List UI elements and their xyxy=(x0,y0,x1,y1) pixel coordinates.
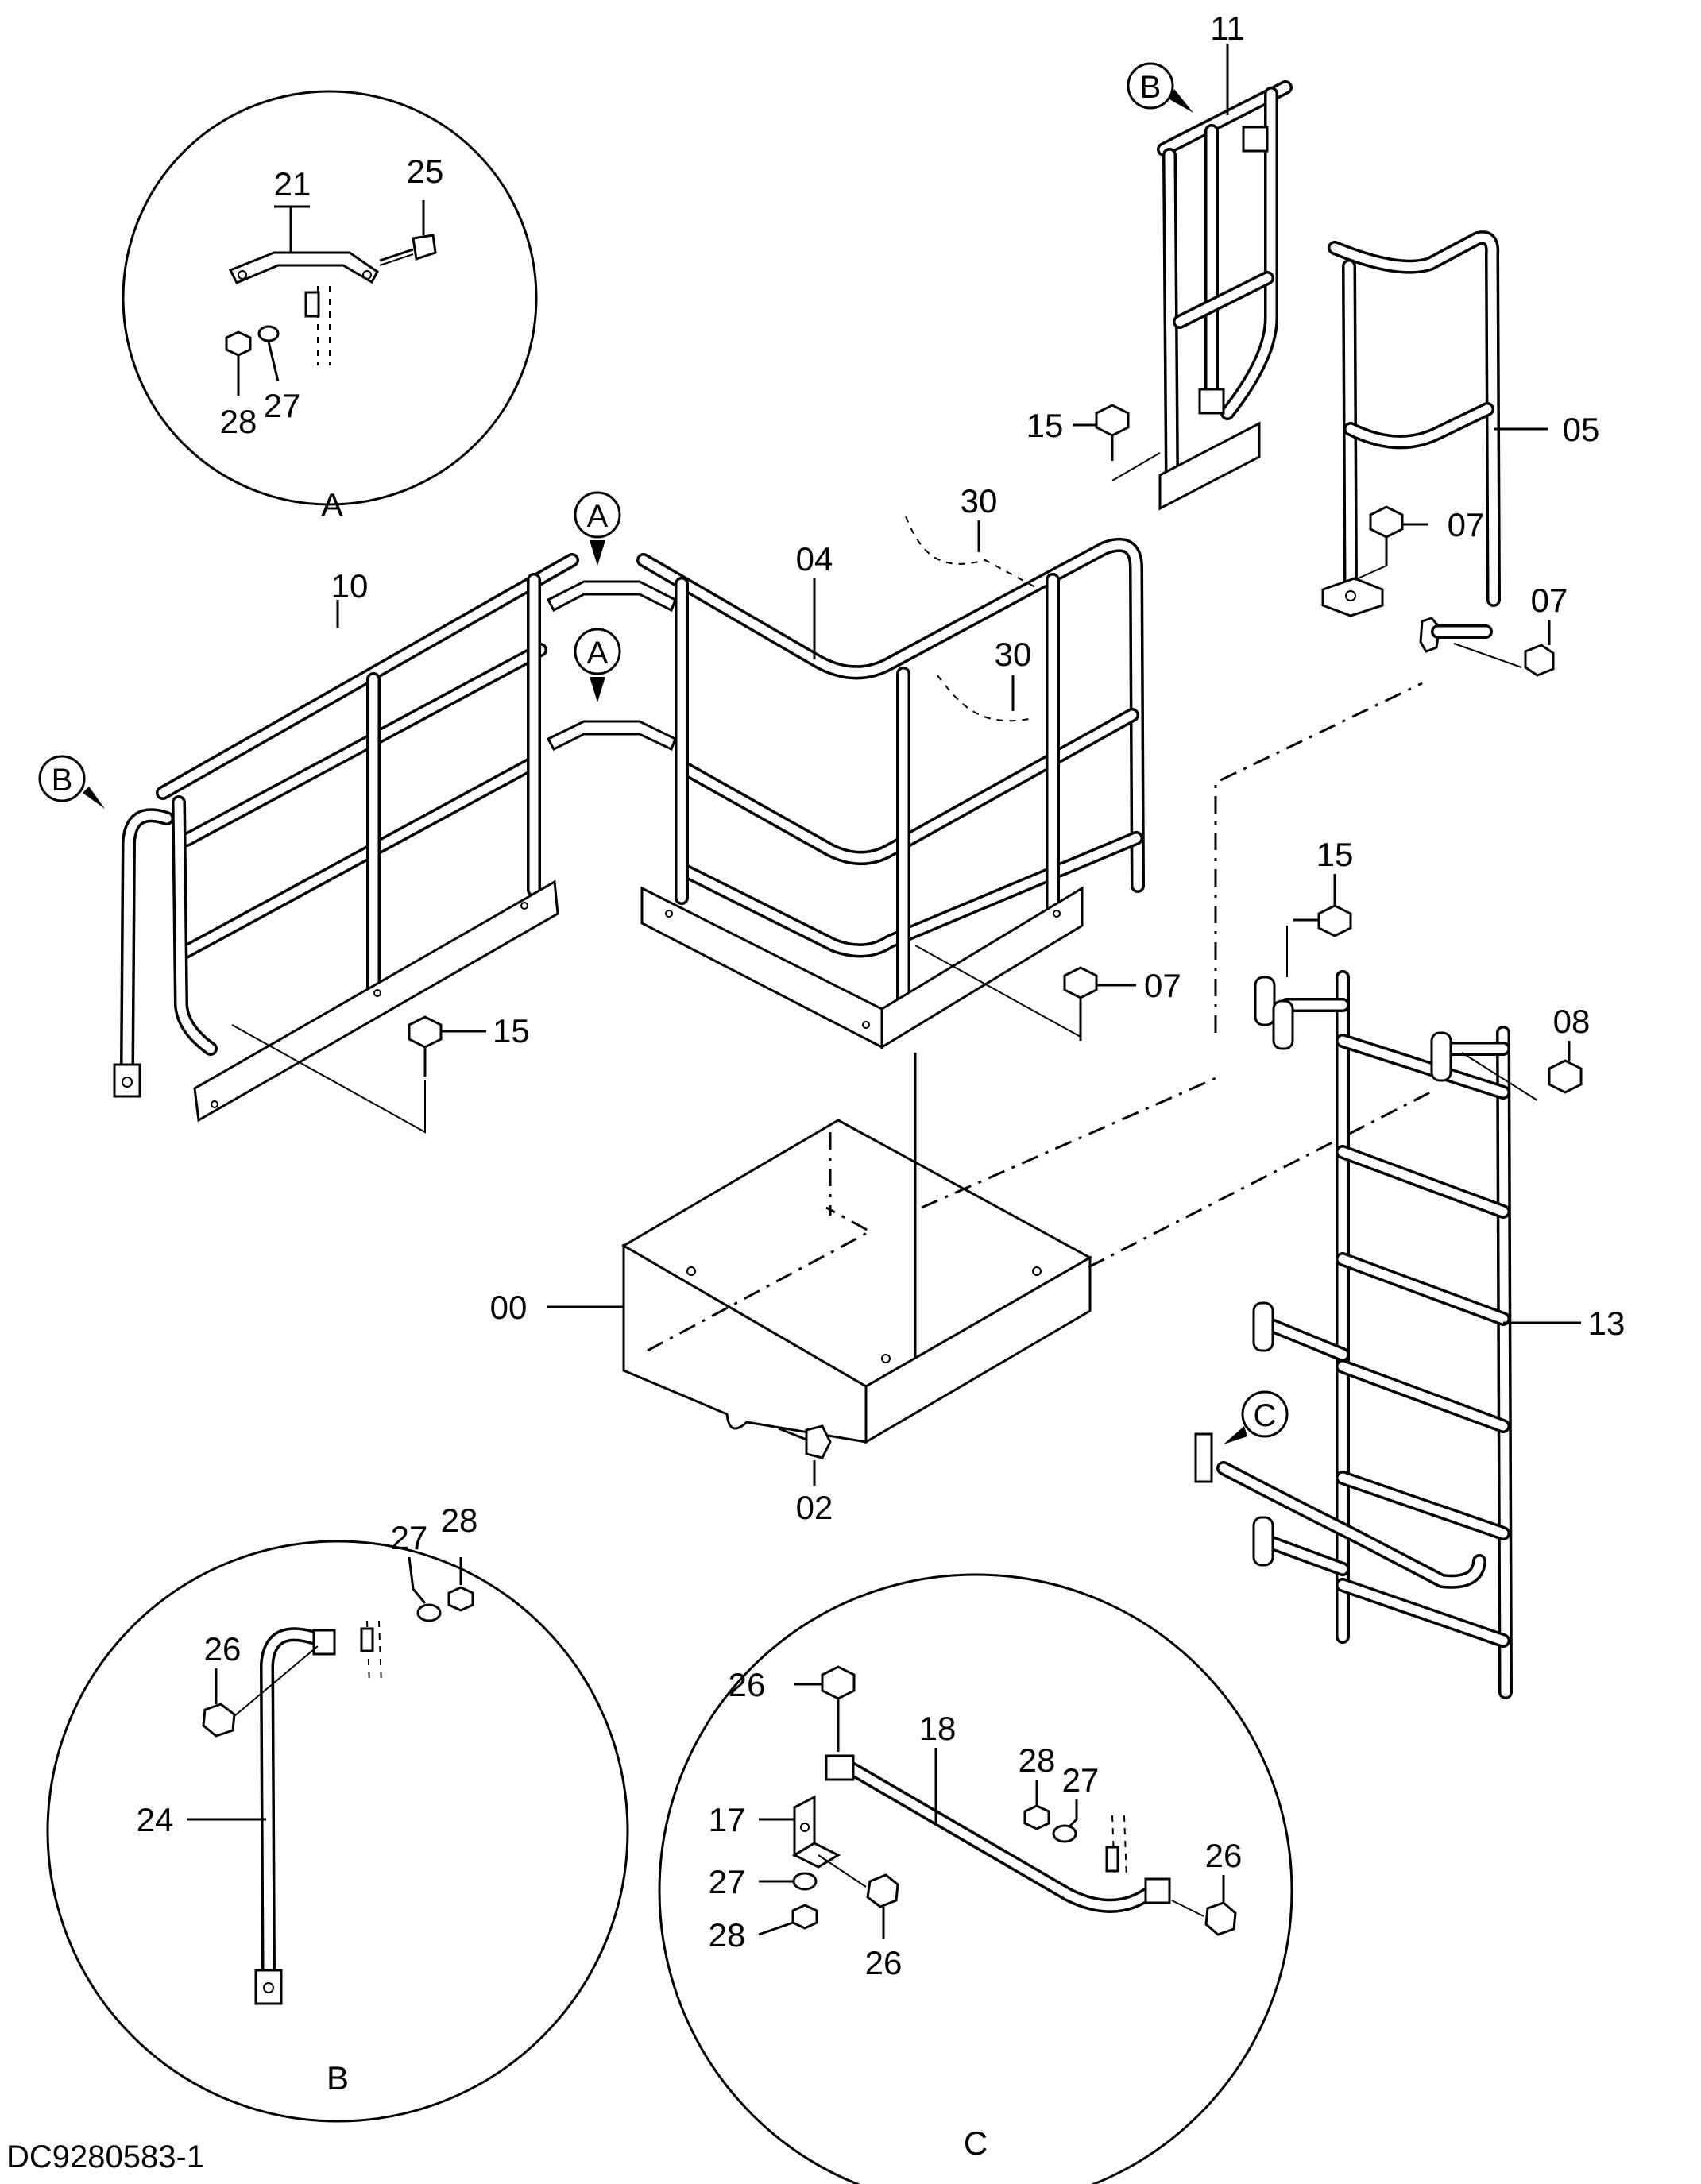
bolt-07-right-top: 07 xyxy=(1354,505,1485,581)
ref-c-text: C xyxy=(1254,1398,1277,1433)
label-07-middle: 07 xyxy=(1144,967,1181,1004)
label-25: 25 xyxy=(407,153,444,190)
label-04: 04 xyxy=(796,540,833,578)
label-17: 17 xyxy=(709,1801,746,1838)
detail-c: 26 18 28 27 26 17 27 28 26 C xyxy=(658,1573,1293,2184)
detail-a-title: A xyxy=(321,486,343,524)
detail-b: 26 27 28 24 B xyxy=(46,1502,629,2123)
ref-marker-b-left: B xyxy=(38,755,105,809)
grab-handle-left xyxy=(113,808,174,1098)
label-21: 21 xyxy=(274,165,311,203)
label-10: 10 xyxy=(331,567,369,605)
label-08: 08 xyxy=(1553,1003,1591,1040)
label-28: 28 xyxy=(441,1502,478,1539)
label-02: 02 xyxy=(796,1489,833,1526)
gate-11 xyxy=(1157,80,1293,511)
label-26: 26 xyxy=(204,1630,242,1668)
platform-00 xyxy=(621,1119,1093,1444)
label-07-right: 07 xyxy=(1531,582,1568,619)
detail-c-title: C xyxy=(964,2124,988,2162)
label-18: 18 xyxy=(919,1710,957,1747)
bolt-07-right: 07 xyxy=(1419,582,1568,677)
label-26-mid: 26 xyxy=(865,1944,903,1981)
ladder-13 xyxy=(1194,970,1513,1699)
label-05: 05 xyxy=(1563,411,1600,448)
label-15-left: 15 xyxy=(493,1012,530,1049)
label-26-top: 26 xyxy=(729,1666,766,1703)
label-30-upper: 30 xyxy=(961,482,998,520)
document-number: DC9280583-1 xyxy=(6,2140,204,2174)
label-27-top: 27 xyxy=(1062,1761,1100,1799)
bolt-25 xyxy=(379,234,437,266)
label-00: 00 xyxy=(490,1289,528,1326)
bolt-15-right: 15 xyxy=(1286,836,1354,977)
handrail-10 xyxy=(156,553,579,1123)
label-28-left: 28 xyxy=(709,1916,746,1954)
bracket-21 xyxy=(228,251,379,284)
ref-a-upper-text: A xyxy=(587,499,609,534)
label-27: 27 xyxy=(391,1519,428,1556)
label-28-top: 28 xyxy=(1019,1741,1056,1779)
detail-b-title: B xyxy=(327,2059,349,2097)
ref-marker-c-ladder: C xyxy=(1224,1390,1289,1444)
label-11: 11 xyxy=(1210,10,1245,47)
label-28: 28 xyxy=(220,403,257,440)
bolt-15-left: 15 xyxy=(231,1012,530,1134)
bolt-08: 08 xyxy=(1461,1003,1591,1101)
label-26-right: 26 xyxy=(1205,1837,1243,1874)
label-13: 13 xyxy=(1588,1305,1626,1342)
ref-marker-b-top: B xyxy=(1127,62,1193,113)
ref-a-lower-text: A xyxy=(587,636,609,671)
label-27-left: 27 xyxy=(709,1863,746,1900)
ref-b-left-text: B xyxy=(52,763,73,798)
handrail-04 xyxy=(636,538,1145,1049)
bolt-02: 02 xyxy=(778,1424,833,1526)
label-24: 24 xyxy=(137,1801,174,1838)
gate-05 xyxy=(1321,230,1501,617)
label-15-right: 15 xyxy=(1316,836,1354,873)
label-30-lower: 30 xyxy=(995,636,1032,673)
label-07-right-top: 07 xyxy=(1448,506,1485,543)
label-15-top: 15 xyxy=(1026,407,1064,444)
bolt-07-middle: 07 xyxy=(914,945,1181,1041)
chain-30-lower: 30 xyxy=(937,636,1032,722)
bolt-15-top: 15 xyxy=(1026,404,1161,481)
ref-marker-a-lower: A xyxy=(574,628,621,702)
detail-a: 21 25 27 28 A xyxy=(122,90,538,524)
label-27: 27 xyxy=(264,387,301,424)
ref-b-top-text: B xyxy=(1140,70,1162,105)
ref-marker-a-upper: A xyxy=(574,491,621,566)
chain-30-upper: 30 xyxy=(905,482,1038,589)
